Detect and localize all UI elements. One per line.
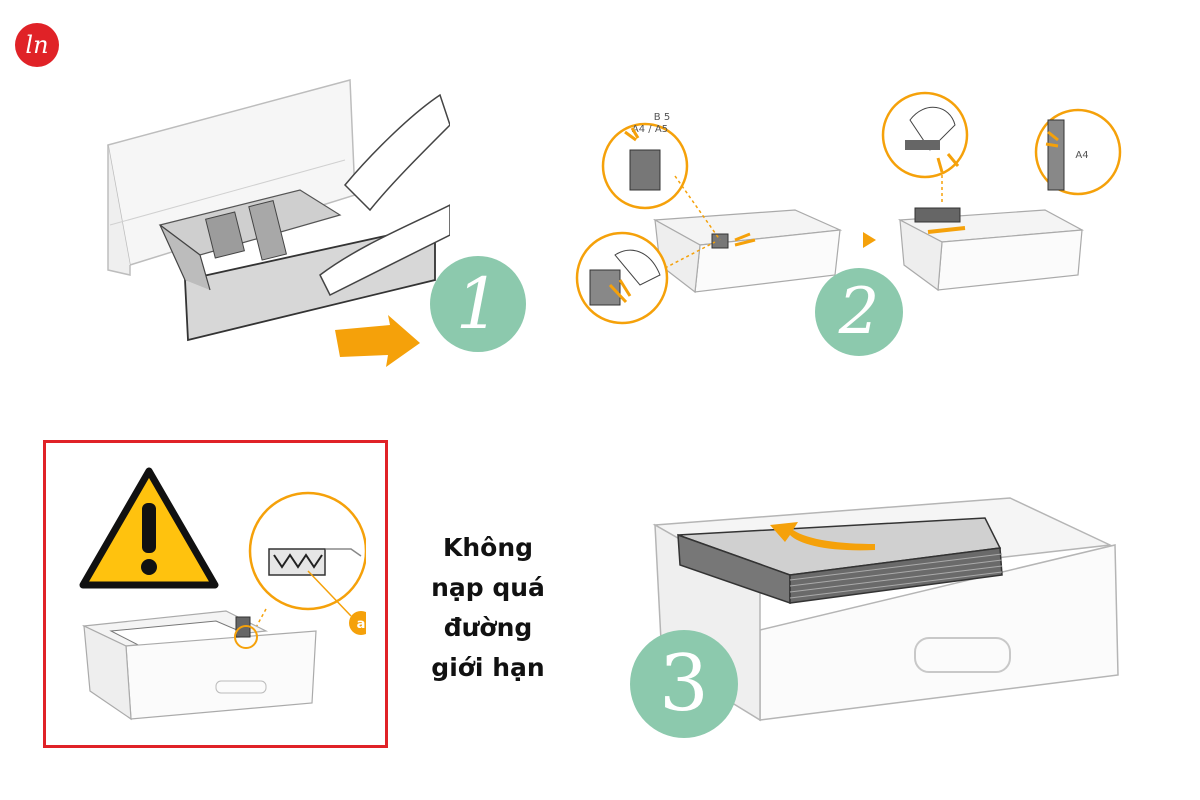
warning-caption: Không nạp quá đường giới hạn [408, 528, 568, 688]
step-3-number: 3 [630, 630, 738, 738]
warning-caption-line: giới hạn [431, 653, 545, 682]
warning-caption-line: nạp quá [431, 573, 545, 602]
warning-panel: a [43, 440, 388, 748]
adjust-guides-icon: A4 / A5 B 5 A4 [575, 91, 1122, 325]
step-2-number: 2 [815, 268, 903, 356]
brand-logo-icon: ln [15, 23, 59, 67]
svg-text:B 5: B 5 [654, 112, 670, 123]
svg-text:ln: ln [25, 31, 48, 59]
brand-logo: ln [14, 22, 60, 68]
warning-caption-line: Không [442, 533, 534, 562]
load-paper-icon [652, 497, 1119, 722]
step-1-illustration [90, 75, 450, 375]
pull-out-tray-icon [107, 79, 450, 367]
paper-limit-icon: a [81, 491, 366, 721]
warning-triangle-icon [79, 467, 219, 589]
svg-text:A4: A4 [1075, 150, 1088, 161]
svg-text:a: a [357, 617, 366, 632]
step-2-illustration: A4 / A5 B 5 A4 [570, 80, 1130, 340]
warning-caption-line: đường [443, 613, 533, 642]
paper-limit-illustration: a [76, 491, 366, 731]
warning-triangle [79, 467, 219, 591]
step-1-number: 1 [430, 256, 526, 352]
step-3-illustration [640, 470, 1130, 740]
svg-text:A4 / A5: A4 / A5 [632, 124, 668, 135]
